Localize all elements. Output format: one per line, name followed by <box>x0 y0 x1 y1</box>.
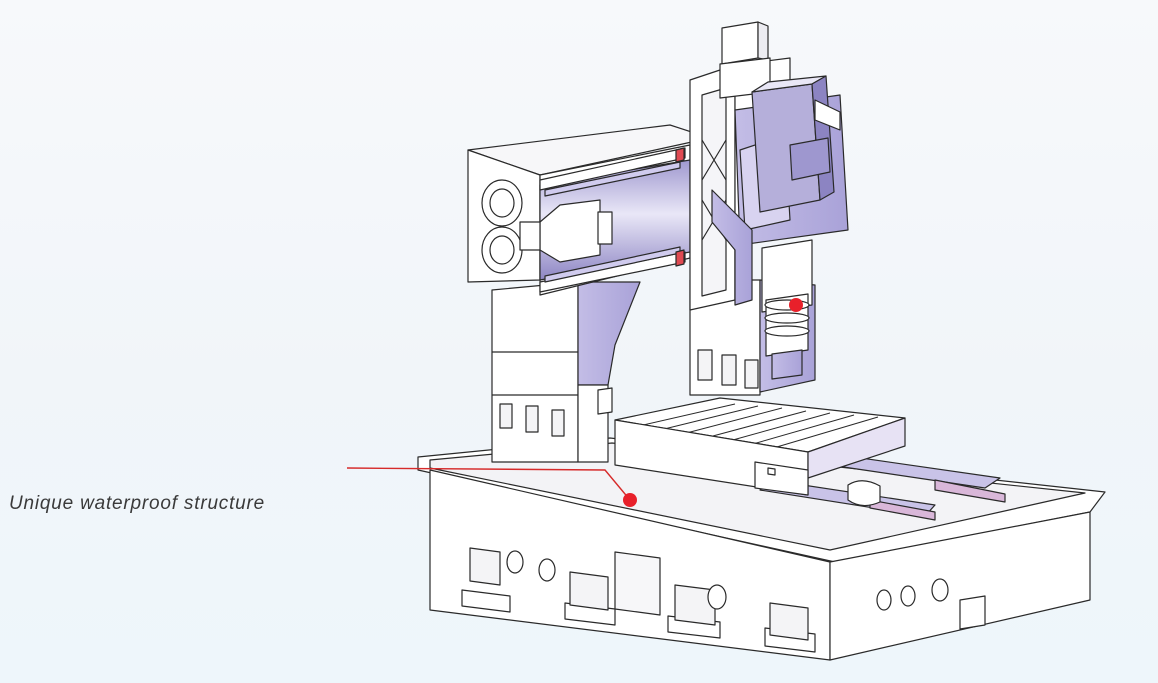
gantry-crossbeam <box>467 124 711 296</box>
callout <box>346 298 803 507</box>
z-axis-saddle <box>689 21 849 380</box>
spindle-dot <box>789 298 803 312</box>
callout-label: Unique waterproof structure <box>9 493 266 514</box>
gantry-left-column <box>491 281 641 463</box>
callout-leader-line <box>346 467 631 501</box>
callout-dot <box>623 493 637 507</box>
work-table <box>614 397 906 496</box>
